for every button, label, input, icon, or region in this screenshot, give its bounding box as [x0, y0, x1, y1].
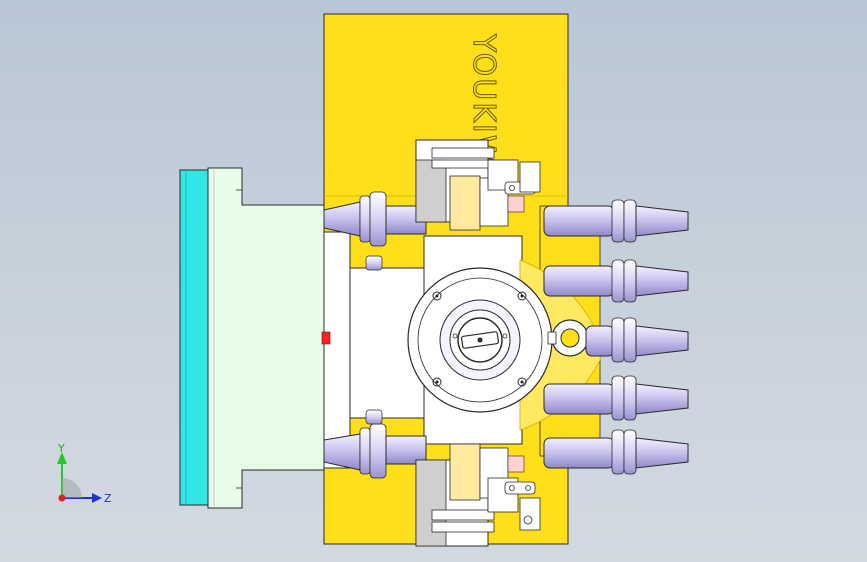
tool-holder-lower-left[interactable] [323, 423, 427, 479]
small-tool-stubs-left [365, 255, 383, 425]
tool-holder-right-3[interactable] [585, 317, 689, 363]
red-indicator [321, 331, 331, 345]
mint-adapter-block [207, 167, 325, 509]
cyan-mounting-plate [179, 169, 209, 506]
lifting-eye [547, 319, 589, 357]
y-axis-arrowhead [57, 452, 67, 464]
z-axis-arrowhead [92, 493, 102, 503]
z-axis-label: Z [104, 492, 112, 505]
turret-head[interactable] [407, 267, 553, 413]
top-clamp-assembly[interactable] [415, 139, 541, 231]
tool-holder-right-5[interactable] [543, 429, 689, 475]
tool-holder-right-2[interactable] [543, 259, 689, 303]
triad-origin [58, 494, 66, 502]
tool-holder-right-1[interactable] [543, 199, 689, 243]
triad-plane-patch [62, 478, 82, 498]
tool-holder-upper-left[interactable] [323, 191, 427, 247]
coordinate-triad: Y Z [57, 442, 112, 505]
tool-holder-right-4[interactable] [543, 375, 689, 421]
y-axis-label: Y [57, 442, 65, 455]
bottom-clamp-assembly[interactable] [415, 443, 541, 547]
left-support-bar [323, 231, 351, 469]
